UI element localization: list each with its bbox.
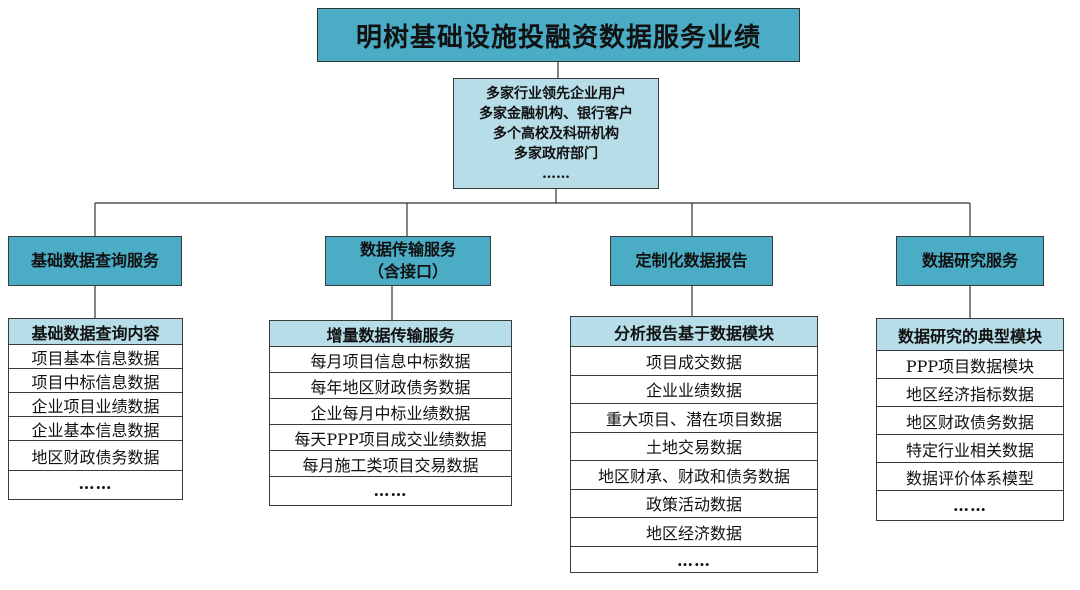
list-ellipsis: ……	[953, 495, 987, 515]
list-custom-report: 分析报告基于数据模块 项目成交数据 企业业绩数据 重大项目、潜在项目数据 土地交…	[570, 316, 818, 573]
list-item: 数据评价体系模型	[877, 463, 1063, 491]
category-label: 数据传输服务	[359, 240, 456, 259]
list-item: 地区财承、财政和债务数据	[571, 461, 817, 490]
list-item: 重大项目、潜在项目数据	[571, 404, 817, 433]
list-item: 企业业绩数据	[571, 376, 817, 404]
category-label: 基础数据查询服务	[30, 251, 159, 270]
list-item: 项目基本信息数据	[9, 345, 182, 369]
list-ellipsis: ……	[373, 480, 408, 500]
list-basic-query: 基础数据查询内容 项目基本信息数据 项目中标信息数据 企业项目业绩数据 企业基本…	[8, 318, 183, 500]
list-title: 增量数据传输服务	[270, 321, 511, 347]
list-data-research: 数据研究的典型模块 PPP项目数据模块 地区经济指标数据 地区财政债务数据 特定…	[876, 318, 1064, 521]
category-label: 定制化数据报告	[635, 251, 748, 270]
diagram-title: 明树基础设施投融资数据服务业绩	[317, 8, 800, 62]
list-item: 每月项目信息中标数据	[270, 347, 511, 373]
client-line: 多个高校及科研机构	[493, 125, 619, 142]
category-data-research: 数据研究服务	[896, 236, 1044, 286]
list-item: 每年地区财政债务数据	[270, 373, 511, 399]
list-item: PPP项目数据模块	[877, 351, 1063, 379]
list-title: 数据研究的典型模块	[877, 319, 1063, 351]
list-item: 每天PPP项目成交业绩数据	[270, 425, 511, 451]
list-item: 企业每月中标业绩数据	[270, 399, 511, 425]
list-item: 政策活动数据	[571, 490, 817, 518]
list-ellipsis: ……	[677, 551, 711, 571]
list-item: 特定行业相关数据	[877, 435, 1063, 463]
client-line: ……	[542, 165, 570, 182]
client-line: 多家政府部门	[514, 145, 598, 162]
category-label: 数据研究服务	[921, 251, 1018, 270]
category-label-sub: （含接口）	[367, 262, 448, 281]
client-summary-box: 多家行业领先企业用户 多家金融机构、银行客户 多个高校及科研机构 多家政府部门 …	[453, 78, 659, 189]
list-item: 地区财政债务数据	[9, 441, 182, 471]
list-item: 企业项目业绩数据	[9, 393, 182, 417]
list-item: 土地交易数据	[571, 433, 817, 461]
list-item: 项目中标信息数据	[9, 369, 182, 393]
category-basic-query: 基础数据查询服务	[8, 236, 182, 286]
list-title: 基础数据查询内容	[9, 319, 182, 345]
client-line: 多家金融机构、银行客户	[479, 105, 633, 122]
list-title: 分析报告基于数据模块	[571, 317, 817, 347]
list-item: 每月施工类项目交易数据	[270, 451, 511, 477]
list-item: 企业基本信息数据	[9, 417, 182, 441]
list-ellipsis: ……	[78, 473, 113, 493]
list-item: 地区经济数据	[571, 518, 817, 547]
list-item: 地区财政债务数据	[877, 407, 1063, 435]
category-data-transfer: 数据传输服务 （含接口）	[325, 236, 491, 286]
client-line: 多家行业领先企业用户	[486, 85, 626, 102]
list-data-transfer: 增量数据传输服务 每月项目信息中标数据 每年地区财政债务数据 企业每月中标业绩数…	[269, 320, 512, 506]
list-item: 地区经济指标数据	[877, 379, 1063, 407]
list-item: 项目成交数据	[571, 347, 817, 376]
category-custom-report: 定制化数据报告	[610, 236, 773, 286]
